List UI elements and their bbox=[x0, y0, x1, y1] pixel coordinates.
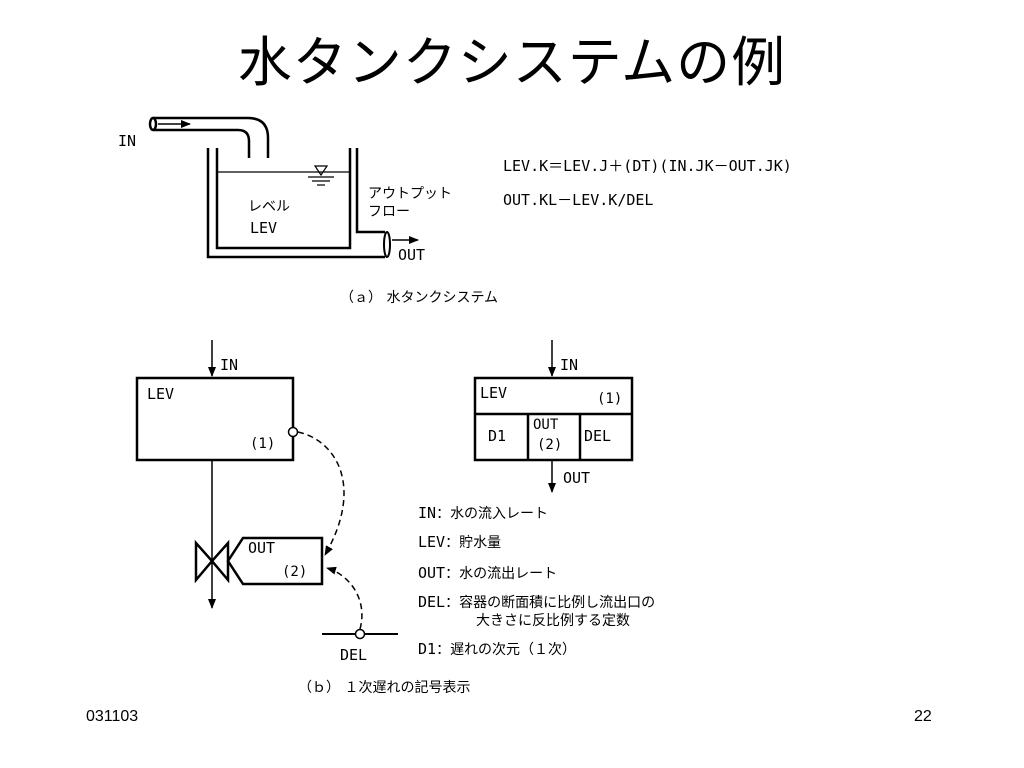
inflow-label: IN bbox=[118, 132, 137, 150]
legend-item: OUT：水の流出レート bbox=[418, 564, 558, 582]
legend-item: DEL：容器の断面積に比例し流出口の bbox=[418, 593, 656, 611]
legend-desc: 水の流出レート bbox=[459, 566, 558, 582]
info-link-constant-to-rate bbox=[326, 566, 363, 630]
legend-item: IN：水の流入レート bbox=[418, 504, 549, 522]
delay-order-cell: D1 bbox=[488, 427, 507, 445]
water-tank bbox=[206, 148, 385, 259]
right-in-label: IN bbox=[560, 356, 579, 374]
footer-date: 031103 bbox=[86, 708, 139, 725]
constant-source bbox=[354, 628, 366, 640]
rate-label: OUT bbox=[248, 539, 276, 557]
water-level-symbol bbox=[308, 165, 334, 186]
left-level-label: LEV bbox=[147, 385, 175, 403]
legend-key: D1 bbox=[418, 640, 437, 658]
info-link-level-to-rate bbox=[297, 431, 345, 556]
legend-desc-continued: 大きさに反比例する定数 bbox=[476, 613, 630, 629]
legend-desc: 容器の断面積に比例し流出口の bbox=[459, 595, 656, 611]
constant-label: DEL bbox=[340, 646, 368, 664]
slide-title: 水タンクシステムの例 bbox=[237, 31, 787, 94]
level-jp-label: レベル bbox=[248, 199, 290, 215]
legend-item: LEV：貯水量 bbox=[418, 533, 502, 551]
legend-desc: 水の流入レート bbox=[450, 506, 549, 522]
left-level-box bbox=[135, 376, 295, 462]
right-out-label: OUT bbox=[563, 469, 591, 487]
legend-key: OUT bbox=[418, 564, 446, 582]
left-in-label: IN bbox=[220, 356, 239, 374]
outflow-jp-label-1: アウトプット bbox=[368, 186, 452, 202]
level-equation: LEV.K＝LEV.J＋(DT)(IN.JK－OUT.JK) bbox=[503, 157, 792, 175]
right-level-label: LEV bbox=[480, 384, 508, 402]
outflow-jp-label-2: フロー bbox=[368, 204, 410, 220]
legend-item: D1：遅れの次元（１次） bbox=[418, 640, 577, 658]
legend-desc: 遅れの次元（１次） bbox=[450, 642, 577, 658]
outflow-label: OUT bbox=[398, 246, 426, 264]
right-level-index: (1) bbox=[597, 391, 623, 407]
page-number: 22 bbox=[914, 708, 932, 725]
rate-cell-index: (2) bbox=[537, 437, 563, 453]
level-info-source bbox=[287, 426, 299, 438]
inflow-pipe bbox=[148, 116, 270, 158]
rate-equation: OUT.KL－LEV.K/DEL bbox=[503, 191, 654, 209]
constant-cell: DEL bbox=[584, 427, 612, 445]
legend-key: IN bbox=[418, 504, 437, 522]
outlet-pipe-end bbox=[383, 231, 391, 258]
caption-b: （ｂ） １次遅れの記号表示 bbox=[298, 680, 471, 696]
caption-a: （ａ） 水タンクシステム bbox=[340, 290, 499, 306]
left-level-index: (1) bbox=[250, 436, 276, 452]
rate-index: (2) bbox=[282, 564, 308, 580]
legend-key: LEV bbox=[418, 533, 446, 551]
legend-key: DEL bbox=[418, 593, 446, 611]
compact-delay-symbol bbox=[473, 376, 634, 462]
rate-equation-shape bbox=[226, 536, 324, 586]
rate-cell-label: OUT bbox=[533, 417, 559, 433]
legend-desc: 貯水量 bbox=[459, 535, 502, 551]
level-var-label: LEV bbox=[250, 219, 278, 237]
